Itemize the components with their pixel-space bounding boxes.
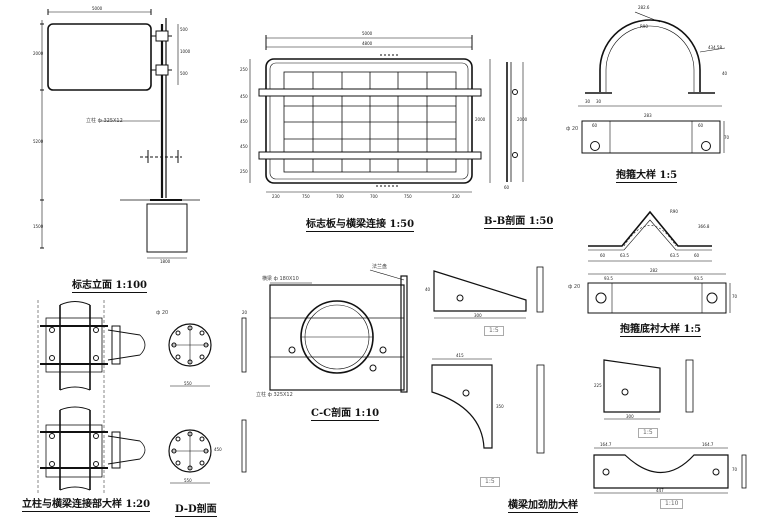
dim-board-top1: 5000: [362, 31, 373, 36]
scale-stiffener-1: 1:5: [484, 326, 504, 336]
dim-hoop-plate-l: 60: [592, 123, 598, 128]
post-spec-cc-note: 立柱 ф 325X12: [256, 392, 293, 398]
dim-stiff1-w: 300: [474, 313, 482, 318]
dim-board-left-4: 250: [240, 169, 248, 174]
title-beam-stiffener: 横梁加劲肋大样: [508, 496, 578, 513]
dim-board-bottom-4: 750: [404, 194, 412, 199]
dim-board-bottom-2: 700: [336, 194, 344, 199]
dim-stiff3-top: 300: [626, 414, 634, 419]
dim-dd-plate: 20: [242, 310, 248, 315]
dim-board-bottom-0: 230: [272, 194, 280, 199]
hole-diameter-note: ф 20: [156, 310, 169, 316]
dim-board-left-1: 450: [240, 94, 248, 99]
liner-hole-note: ф 20: [568, 284, 581, 290]
title-section-cc: C-C剖面 1:10: [311, 404, 380, 421]
dim-dd-height: 450: [214, 447, 222, 452]
hoop-liner-drawing: [587, 210, 731, 314]
dim-elev-base: 1800: [160, 259, 171, 264]
dim-board-top2: 4800: [362, 41, 373, 46]
dim-stiff1-h: 40: [425, 287, 431, 292]
dim-board-left-3: 450: [240, 144, 248, 149]
dim-hoop-ang: 434.58: [708, 45, 722, 50]
title-hoop-detail: 抱箍大样 1:5: [616, 166, 678, 183]
section-bb-drawing: [506, 62, 524, 182]
dim-hoop-arc: 282.6: [638, 5, 650, 10]
section-dd-drawing: [168, 317, 247, 484]
dim-liner-r: R90: [670, 209, 678, 214]
dim-liner-top1: 60: [600, 253, 606, 258]
dim-board-bottom-3: 700: [370, 194, 378, 199]
beam-spec-note: 横梁 ф 180X10: [262, 276, 299, 282]
dim-elev-left3: 1500: [33, 224, 44, 229]
dim-board-bottom-1: 750: [302, 194, 310, 199]
dim-board-right: 2000: [475, 117, 486, 122]
dim-stiff-total: 447: [656, 488, 664, 493]
dim-liner-arc: 366.8: [698, 224, 710, 229]
dim-elev-r3: 500: [180, 71, 188, 76]
board-beam-drawing: [249, 35, 491, 193]
title-section-dd: D-D剖面: [175, 500, 217, 517]
dim-liner-h: 70: [732, 294, 738, 299]
dim-elev-r2: 1000: [180, 49, 191, 54]
dim-elev-r1: 500: [180, 27, 188, 32]
title-section-bb: B-B剖面 1:50: [484, 212, 554, 229]
dim-elev-top: 5000: [92, 6, 103, 11]
dim-hoop-w1: 30: [585, 99, 591, 104]
dim-bb-bottom: 60: [504, 185, 510, 190]
scale-stiffener-4: 1:10: [660, 499, 684, 509]
dim-hoop-plate-h: 70: [724, 135, 730, 140]
dim-hoop-side: 40: [722, 71, 728, 76]
dim-dd-width-1: 550: [184, 381, 192, 386]
dim-elev-left1: 2000: [33, 51, 44, 56]
dim-liner-top4: 60: [694, 253, 700, 258]
dim-stiff-bottom1: 164.7: [600, 442, 612, 447]
post-beam-joint-drawing: [37, 300, 146, 495]
dim-stiff-bottom2: 164.7: [702, 442, 714, 447]
dim-board-bottom-5: 230: [452, 194, 460, 199]
dim-liner-mid2: 93.5: [694, 276, 703, 281]
dim-hoop-plate-r: 60: [698, 123, 704, 128]
scale-stiffener-2: 1:5: [480, 477, 500, 487]
title-hoop-liner: 抱箍底衬大样 1:5: [620, 320, 702, 337]
flange-plate-note: 法兰盘: [372, 264, 388, 270]
dim-stiff2-h: 350: [496, 404, 504, 409]
dim-liner-top2: 63.5: [620, 253, 629, 258]
title-board-beam: 标志板与横梁连接 1:50: [306, 215, 415, 232]
dim-dd-width-2: 550: [184, 478, 192, 483]
scale-stiffener-3: 1:5: [638, 428, 658, 438]
dim-board-left-0: 250: [240, 67, 248, 72]
dim-board-left-2: 450: [240, 119, 248, 124]
dim-hoop-bottom: 283: [644, 113, 652, 118]
hoop-hole-note: ф 20: [566, 126, 579, 132]
dim-liner-total: 282: [650, 268, 658, 273]
dim-hoop-r: R90: [640, 24, 648, 29]
dim-hoop-w2: 30: [596, 99, 602, 104]
dim-stiff2-top: 415: [456, 353, 464, 358]
dim-liner-mid1: 93.5: [604, 276, 613, 281]
dim-liner-top3: 63.5: [670, 253, 679, 258]
title-post-beam-joint: 立柱与横梁连接部大样 1:20: [22, 495, 151, 512]
dim-bb-height: 2000: [517, 117, 528, 122]
hoop-drawing: [578, 11, 726, 154]
stiffener-drawing: [431, 266, 747, 494]
elevation-drawing: [40, 9, 200, 259]
post-spec-note: 立柱 ф 325X12: [86, 118, 123, 124]
section-cc-drawing: [269, 269, 408, 393]
dim-elev-left2: 5200: [33, 139, 44, 144]
title-elevation: 标志立面 1:100: [72, 276, 148, 293]
dim-stiff3-h: 225: [594, 383, 602, 388]
dim-stiff-h: 70: [732, 467, 738, 472]
